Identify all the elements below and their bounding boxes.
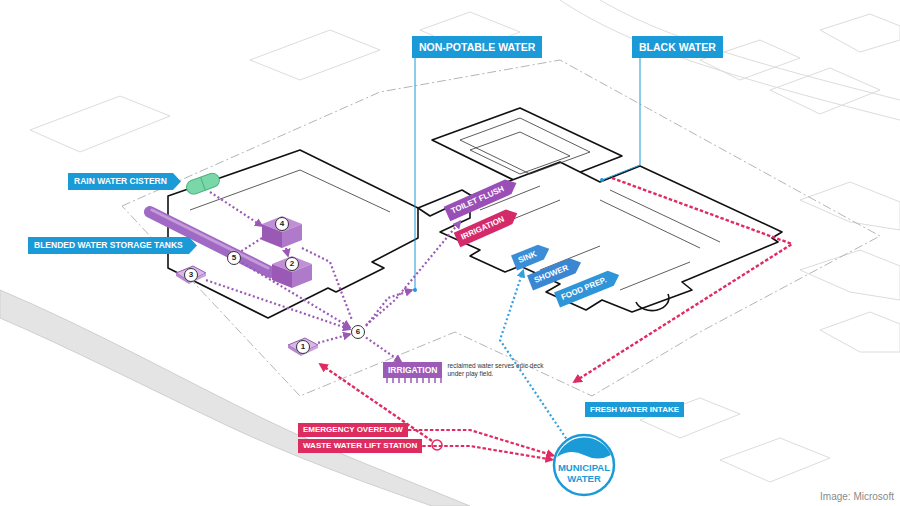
callout-tag: WASTE WATER LIFT STATION: [298, 439, 422, 453]
flow-connector: [366, 221, 460, 325]
flow-connector: [366, 338, 401, 362]
callout-number: 3: [184, 268, 198, 282]
node-label: BLENDED WATER STORAGE TANKS: [28, 237, 189, 254]
flow-connector: [408, 430, 554, 456]
node-label: IRRIGATION: [383, 362, 442, 378]
flow-connector: [500, 270, 566, 438]
flow-connector: [206, 280, 350, 329]
note-text: reclaimed water serves epic deck under p…: [447, 362, 559, 378]
category-tag: BLACK WATER: [632, 36, 723, 58]
non-potable-flow: [210, 192, 412, 326]
lift-station-symbol: [432, 440, 442, 450]
building-outline: [168, 108, 782, 318]
callout-badge: 5: [226, 250, 242, 266]
callout-tag: RAIN WATER CISTERN: [68, 173, 173, 190]
node-label: BLACK WATER: [632, 36, 723, 58]
watermark: Image: Microsoft: [820, 491, 894, 502]
sprinkler-comb: [383, 378, 442, 384]
callout-number: 4: [275, 217, 289, 231]
callout-tag: EMERGENCY OVERFLOW: [298, 423, 408, 437]
storage-tank: 4: [262, 216, 302, 248]
storage-tank: 2: [272, 256, 312, 288]
leader-dot: [600, 178, 604, 182]
flow-connector: [318, 334, 350, 343]
leader-dot: [413, 288, 417, 292]
callout-badge: 6: [350, 324, 366, 340]
node-label: SINK: [511, 245, 544, 271]
node-label: EMERGENCY OVERFLOW: [298, 423, 408, 437]
flow-connector: [422, 446, 552, 460]
node-label: FRESH WATER INTAKE: [585, 402, 684, 417]
rain-cistern: [185, 171, 222, 196]
node-label: WASTE WATER LIFT STATION: [298, 439, 422, 453]
flow-connector: [286, 248, 288, 256]
black-water-flow: [320, 178, 792, 441]
callout-tag: FRESH WATER INTAKE: [585, 402, 684, 417]
river: [0, 290, 470, 506]
site-boundary: [122, 60, 880, 396]
node-label: MUNICIPAL WATER: [552, 462, 616, 484]
callout-number: 2: [285, 257, 299, 271]
irrigation-box: IRRIGATIONreclaimed water serves epic de…: [383, 362, 442, 378]
node-label: RAIN WATER CISTERN: [68, 173, 173, 190]
callout-number: 5: [227, 251, 241, 265]
treatment-pad: 1: [288, 336, 318, 358]
treatment-pad: 3: [176, 264, 206, 286]
callout-number: 1: [296, 340, 310, 354]
category-tag: NON-POTABLE WATER: [412, 36, 542, 58]
flow-connector: [242, 263, 350, 327]
callout-tag: BLENDED WATER STORAGE TANKS: [28, 237, 189, 254]
node-label: NON-POTABLE WATER: [412, 36, 542, 58]
callout-number: 6: [351, 325, 365, 339]
municipal-circle: MUNICIPAL WATER: [552, 433, 616, 497]
leader-line: [415, 58, 640, 290]
use-arrow: SINK: [511, 245, 544, 271]
